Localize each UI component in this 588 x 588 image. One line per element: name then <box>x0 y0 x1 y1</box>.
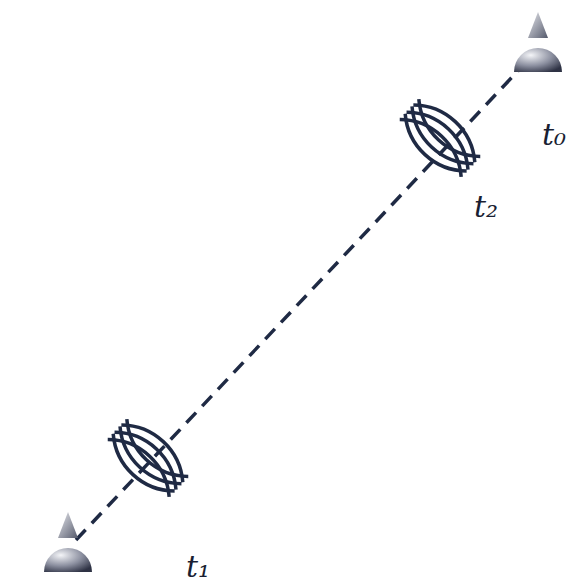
antenna-icon <box>44 512 92 572</box>
antenna-icon <box>514 12 562 72</box>
time-label: t₁ <box>186 552 210 582</box>
wave-symbol <box>394 93 486 183</box>
time-label: t₂ <box>474 192 498 222</box>
wave-symbol <box>102 413 194 503</box>
time-label: t₀ <box>542 120 566 150</box>
dashed-link <box>76 56 532 540</box>
